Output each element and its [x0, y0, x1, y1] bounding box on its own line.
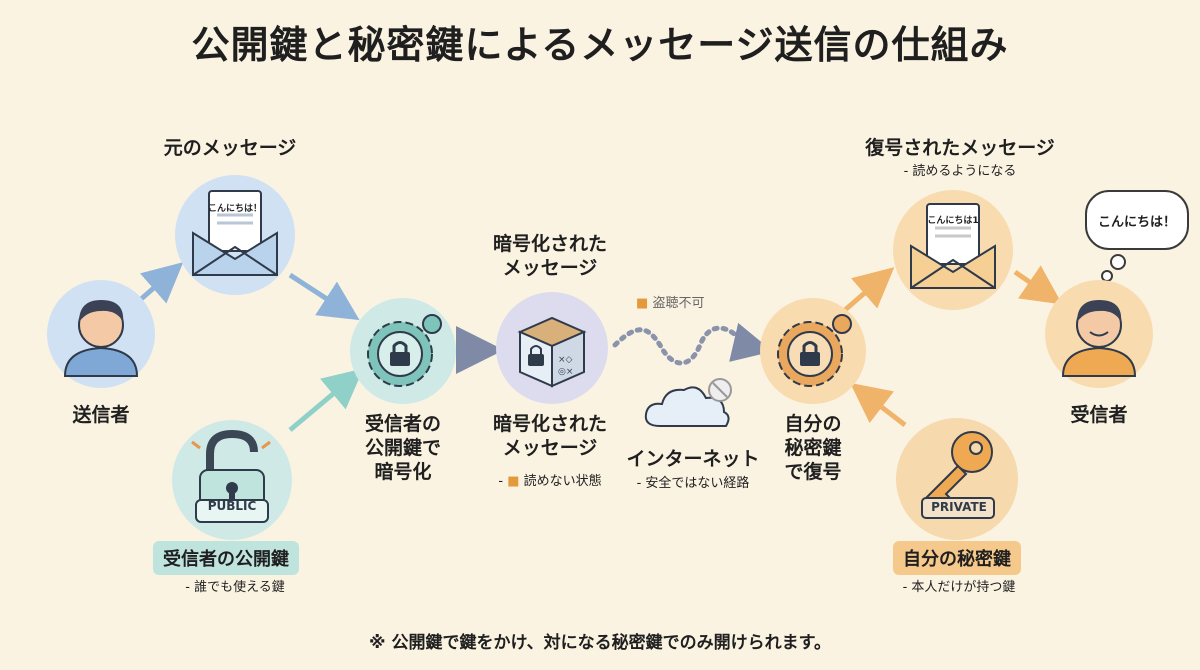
sender-label: 送信者	[72, 404, 130, 426]
decrypt-circle	[760, 298, 866, 404]
eavesdrop-tag: ■ 盗聴不可	[636, 292, 704, 311]
cloud-icon	[644, 378, 732, 427]
eavesdrop-text: 盗聴不可	[652, 296, 705, 311]
public-key-note: - 誰でも使える鍵	[185, 580, 285, 595]
encrypt-label: 受信者の 公開鍵で 暗号化	[345, 412, 461, 484]
encrypted-box-circle: ×◇ ◎×	[496, 292, 608, 404]
decrypted-label: 復号されたメッセージ	[865, 137, 1055, 159]
footnote: ※ 公開鍵で鍵をかけ、対になる秘密鍵でのみ開けられます。	[369, 633, 831, 653]
arrow-decrypt-to-letter	[843, 267, 895, 312]
encrypted-top-1: 暗号化された	[492, 233, 607, 255]
arrow-message-to-encrypt	[288, 272, 360, 321]
lock-icon: ■	[636, 296, 649, 311]
arrow-publickey-to-encrypt	[288, 368, 364, 432]
arrow-letter-to-receiver	[1013, 265, 1063, 305]
receiver-label: 受信者	[1070, 404, 1128, 426]
encrypt-circle	[350, 298, 456, 404]
speech-bubble: こんにちは！	[1085, 190, 1189, 250]
internet-label: インターネット	[626, 448, 760, 470]
arrow-privatekey-to-decrypt	[850, 382, 907, 427]
sender-circle	[47, 280, 155, 388]
thought-dot-1	[1110, 254, 1126, 270]
open-lock-icon	[191, 429, 271, 523]
encrypted-note-text: 読めない状態	[523, 474, 602, 489]
original-message-label: 元のメッセージ	[163, 137, 297, 159]
key-icon	[921, 431, 995, 519]
encrypted-bottom-label: 暗号化された メッセージ	[470, 412, 630, 460]
smiling-person-icon	[1061, 300, 1137, 377]
public-key-circle	[172, 420, 292, 540]
decrypt-label-2: 秘密鍵	[784, 437, 842, 459]
dash-mark: -	[498, 474, 508, 489]
gear-lock-icon	[777, 314, 852, 387]
private-key-circle	[896, 418, 1018, 540]
encrypt-label-2: 公開鍵で	[364, 437, 441, 459]
svg-text:×◇: ×◇	[558, 355, 573, 365]
speech-text: こんにちは！	[1097, 214, 1176, 230]
internet-note: - 安全ではない経路	[636, 476, 750, 491]
encrypted-note: - ■ 読めない状態	[470, 470, 630, 489]
envelope-letter-icon	[192, 190, 278, 276]
svg-text:◎×: ◎×	[558, 367, 573, 377]
encrypt-label-3: 暗号化	[374, 461, 432, 483]
private-key-label: 自分の秘密鍵	[893, 541, 1021, 575]
internet-wave-path	[612, 322, 773, 366]
encrypted-bottom-2: メッセージ	[502, 437, 598, 459]
private-key-note: - 本人だけが持つ鍵	[902, 580, 1016, 595]
encrypted-top-label: 暗号化された メッセージ	[470, 232, 630, 280]
page-title: 公開鍵と秘密鍵によるメッセージ送信の仕組み	[191, 23, 1009, 67]
original-letter-text: こんにちは！	[207, 204, 262, 214]
decrypt-label-1: 自分の	[784, 413, 842, 435]
receiver-circle	[1045, 280, 1153, 388]
decrypted-letter-text: こんにちは1	[927, 216, 979, 226]
decrypted-message-circle	[893, 190, 1013, 310]
gear-lock-icon	[367, 314, 442, 387]
person-icon	[63, 300, 139, 377]
encrypted-top-2: メッセージ	[502, 257, 598, 279]
public-key-label: 受信者の公開鍵	[153, 541, 299, 575]
cipher-box-icon: ×◇ ◎×	[517, 316, 587, 388]
decrypt-label-3: で復号	[784, 461, 842, 483]
arrow-sender-to-message	[138, 262, 184, 304]
public-tag: PUBLIC	[207, 499, 257, 513]
decrypt-label: 自分の 秘密鍵 で復号	[755, 412, 871, 484]
decrypted-note: - 読めるようになる	[903, 164, 1017, 179]
envelope-letter-icon	[910, 203, 996, 289]
encrypt-label-1: 受信者の	[364, 413, 441, 435]
original-message-circle	[175, 175, 295, 295]
encrypted-bottom-1: 暗号化された	[492, 413, 607, 435]
private-tag: PRIVATE	[931, 500, 987, 514]
lock-icon: ■	[507, 474, 520, 489]
